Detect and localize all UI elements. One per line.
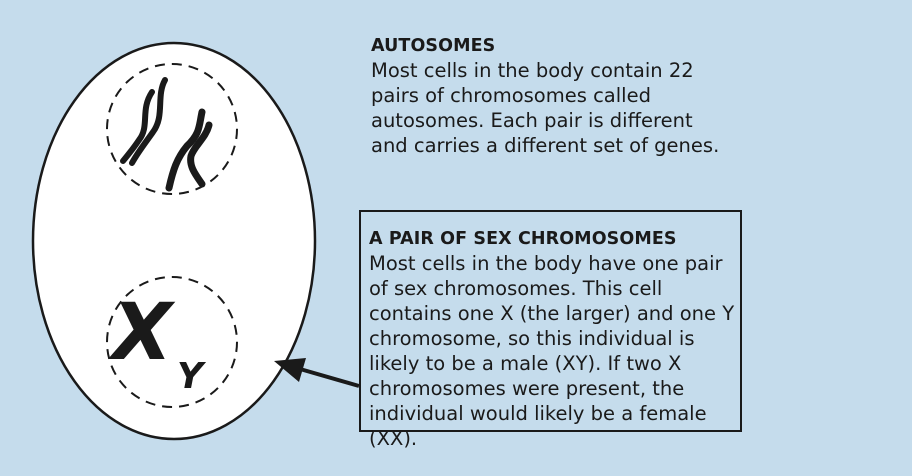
sex-chromosomes-description: Most cells in the body have one pair of …: [369, 251, 739, 451]
sex-chromosomes-callout: A PAIR OF SEX CHROMOSOMES Most cells in …: [369, 227, 739, 451]
autosomes-callout: AUTOSOMES Most cells in the body contain…: [371, 34, 721, 158]
autosomes-description: Most cells in the body contain 22 pairs …: [371, 58, 721, 158]
cell-outline: [33, 43, 315, 439]
autosomes-heading: AUTOSOMES: [371, 34, 721, 58]
x-chromosome-glyph: X: [108, 288, 176, 378]
sex-chromosomes-heading: A PAIR OF SEX CHROMOSOMES: [369, 227, 739, 251]
y-chromosome-glyph: Y: [177, 356, 207, 397]
pointer-arrow-shaft: [300, 369, 359, 386]
sex-chromosomes-callout-box: A PAIR OF SEX CHROMOSOMES Most cells in …: [359, 210, 742, 432]
